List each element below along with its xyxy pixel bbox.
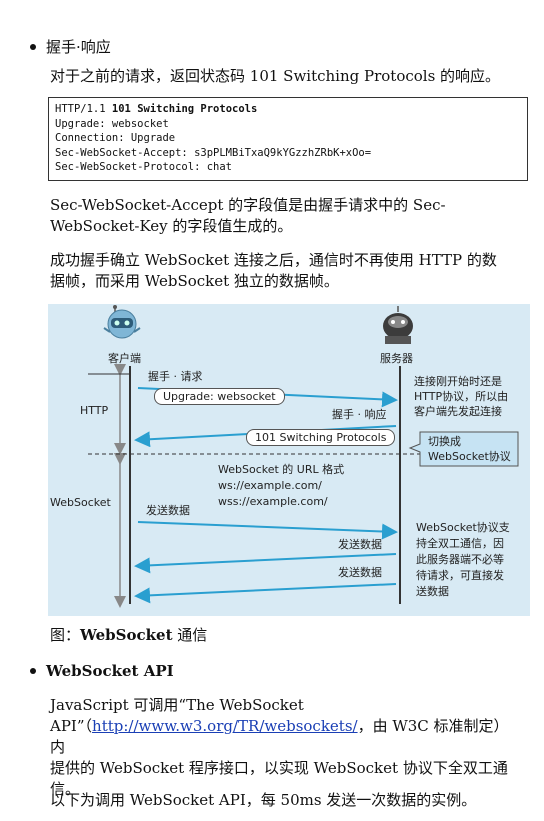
api-paragraph: JavaScript 可调用“The WebSocket API”（http:/… xyxy=(50,696,509,798)
switching-box: 101 Switching Protocols xyxy=(246,429,396,446)
bullet-dot xyxy=(30,668,36,674)
handshake-response-label: 握手 · 响应 xyxy=(332,408,387,421)
bullet-websocket-api: WebSocket API xyxy=(30,662,174,680)
bullet-dot xyxy=(30,43,36,50)
client-robot-icon xyxy=(103,305,141,339)
section-title: 握手·响应 xyxy=(46,38,111,56)
code-line: Sec-WebSocket-Protocol: chat xyxy=(55,161,233,173)
example-paragraph: 以下为调用 WebSocket API，每 50ms 发送一次数据的实例。 xyxy=(50,791,477,809)
upgrade-box: Upgrade: websocket xyxy=(154,388,285,405)
figure-caption: 图：WebSocket 通信 xyxy=(50,626,208,644)
switch-callout: 切换成 WebSocket协议 xyxy=(428,435,511,463)
note-full-duplex: WebSocket协议支 持全双工通信，因 此服务器端不必等 待请求，可直接发 … xyxy=(416,521,510,598)
connect-paragraph: 成功握手确立 WebSocket 连接之后，通信时不再使用 HTTP 的数 据帧… xyxy=(50,251,497,290)
send-data-label: 发送数据 xyxy=(146,504,190,517)
send-data-label: 发送数据 xyxy=(338,566,382,579)
server-label: 服务器 xyxy=(380,352,413,365)
note-http-first: 连接刚开始时还是 HTTP协议，所以由 客户端先发起连接 xyxy=(414,375,509,418)
accept-paragraph: Sec-WebSocket-Accept 的字段值是由握手请求中的 Sec- W… xyxy=(50,196,446,235)
websocket-label: WebSocket xyxy=(50,496,111,509)
code-line: HTTP/1.1 101 Switching Protocols xyxy=(55,103,258,115)
code-block: HTTP/1.1 101 Switching Protocols Upgrade… xyxy=(48,97,528,181)
code-line: Upgrade: websocket xyxy=(55,117,169,130)
server-robot-icon xyxy=(383,306,413,344)
diagram-graphics xyxy=(88,305,519,608)
handshake-request-label: 握手 · 请求 xyxy=(148,370,203,383)
http-label: HTTP xyxy=(80,404,109,417)
intro-paragraph: 对于之前的请求，返回状态码 101 Switching Protocols 的响… xyxy=(50,67,501,85)
code-line: Connection: Upgrade xyxy=(55,132,176,144)
send-data-label: 发送数据 xyxy=(338,538,382,551)
code-line: Sec-WebSocket-Accept: s3pPLMBiTxaQ9kYGzz… xyxy=(55,146,372,159)
url-format-note: WebSocket 的 URL 格式 ws://example.com/ wss… xyxy=(218,463,345,508)
bullet-handshake-response: 握手·响应 xyxy=(30,36,111,57)
section-title: WebSocket API xyxy=(46,662,174,680)
w3c-websockets-link[interactable]: http://www.w3.org/TR/websockets/ xyxy=(92,717,358,735)
client-label: 客户端 xyxy=(108,352,141,365)
websocket-diagram: 客户端 服务器 HTTP WebSocket 握手 · 请求 Upgrade: … xyxy=(48,304,530,616)
